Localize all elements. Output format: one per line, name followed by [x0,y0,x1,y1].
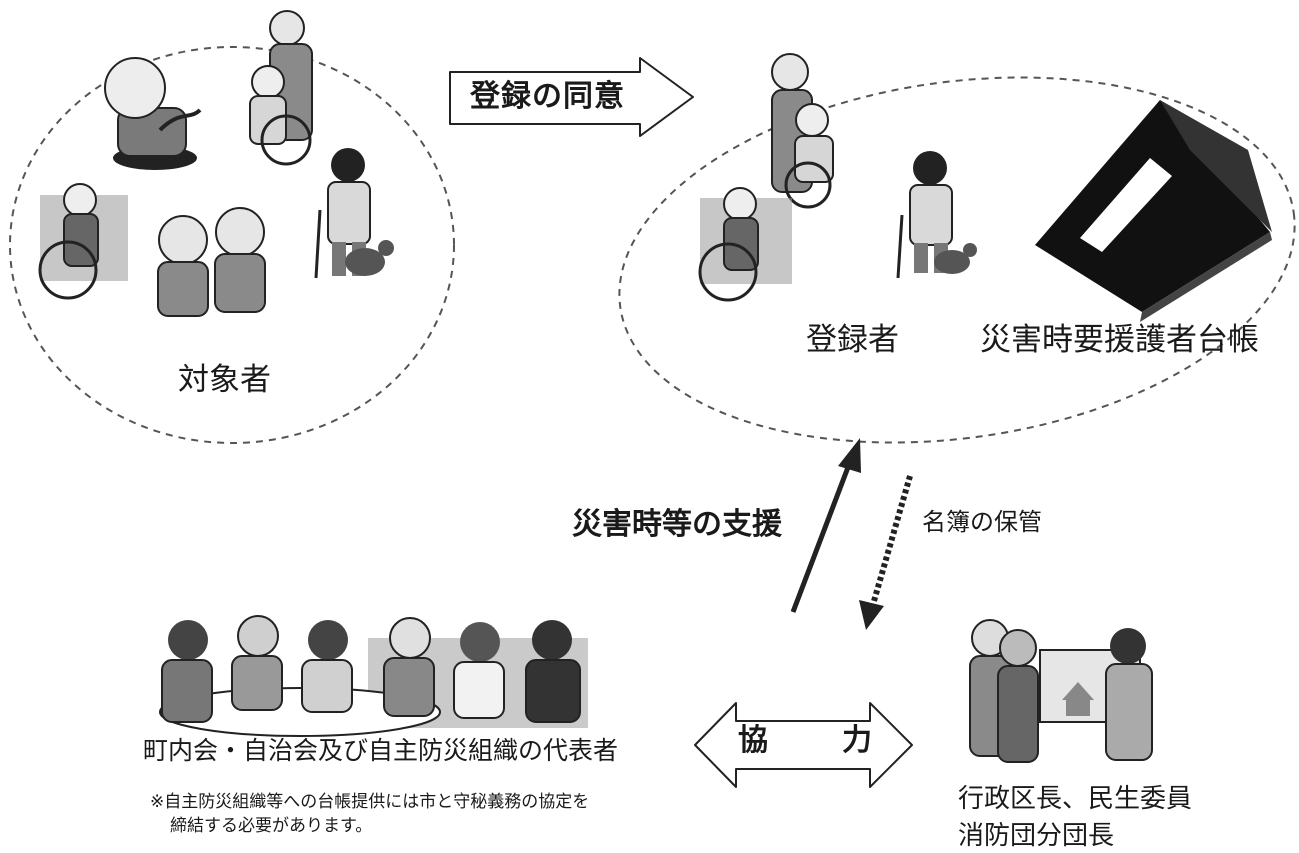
wheelchair-user-illustration [38,183,128,300]
registered-visually-impaired-person-illustration [896,151,977,279]
ledger-book-icon [1035,100,1272,322]
elderly-man-gardening-illustration [104,57,202,170]
officials-illustration [969,619,1153,763]
support-arrow-label: 災害時等の支援 [572,507,782,542]
cooperation-label-right: 力 [842,723,872,758]
cooperation-label-left: 協 [738,723,768,758]
community-reps-label: 町内会・自治会及び自主防災組織の代表者 [143,736,619,765]
consent-arrow-label: 登録の同意 [470,79,625,114]
support-arrow [790,461,853,613]
target-persons-label: 対象者 [178,362,271,398]
storage-arrowhead [859,600,884,630]
target-group-ellipse [9,46,455,444]
registered-wheelchair-user-illustration [698,187,792,302]
registered-wheelchair-user-with-caregiver-illustration [771,53,834,209]
registered-group-ellipse [618,76,1296,444]
registered-persons-label: 登録者 [806,322,899,358]
agreement-note-line2: 締結する必要があります。 [170,816,373,836]
ledger-label: 災害時要援護者台帳 [980,322,1259,358]
storage-arrow [869,475,913,609]
consent-arrow [449,57,694,137]
cooperation-arrow [694,702,913,788]
wheelchair-user-with-caregiver-illustration [249,10,313,166]
officials-label-line2: 消防団分団長 [958,821,1115,851]
agreement-note-line1: ※自主防災組織等への台帳提供には市と守秘義務の協定を [150,792,590,812]
elderly-couple-illustration [157,207,266,317]
support-arrowhead [838,438,861,473]
community-meeting-illustration [159,615,588,737]
storage-arrow-label: 名簿の保管 [922,508,1042,536]
officials-label-line1: 行政区長、民生委員 [958,784,1193,814]
visually-impaired-person-with-guide-dog-illustration [314,148,394,279]
